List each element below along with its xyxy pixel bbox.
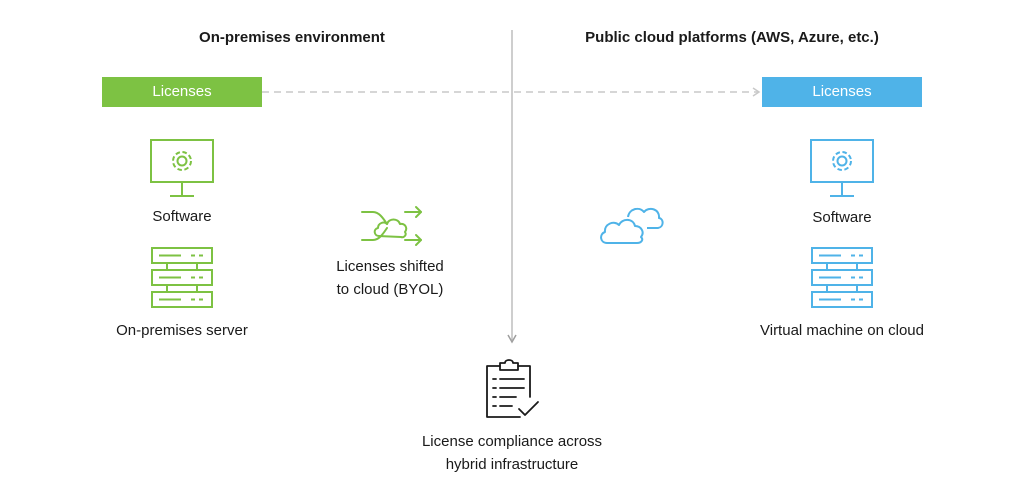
center-divider-arrow	[507, 30, 517, 344]
license-transfer-dashed-arrow	[262, 87, 761, 97]
virtual-machine-server-icon	[811, 247, 873, 308]
virtual-machine-label: Virtual machine on cloud	[760, 322, 924, 339]
shift-label-line1: Licenses shifted	[336, 258, 444, 275]
cloud-software-monitor-gear-icon	[810, 139, 874, 197]
compliance-label-line1: License compliance across	[421, 433, 603, 450]
software-monitor-gear-icon	[150, 139, 214, 197]
clipboard-check-icon	[486, 359, 539, 418]
on-premises-server-icon	[151, 247, 213, 308]
public-cloud-heading: Public cloud platforms (AWS, Azure, etc.…	[585, 29, 879, 46]
shift-label-line2: to cloud (BYOL)	[336, 281, 444, 298]
compliance-label-line2: hybrid infrastructure	[445, 456, 579, 473]
on-premises-server-label: On-premises server	[116, 322, 248, 339]
left-software-label: Software	[152, 208, 212, 225]
cloud-shuffle-icon	[361, 206, 422, 246]
clouds-icon	[600, 207, 664, 244]
on-premises-heading: On-premises environment	[199, 29, 385, 46]
licenses-cloud-box: Licenses	[762, 77, 922, 107]
licenses-on-premises-box: Licenses	[102, 77, 262, 107]
right-software-label: Software	[812, 209, 872, 226]
